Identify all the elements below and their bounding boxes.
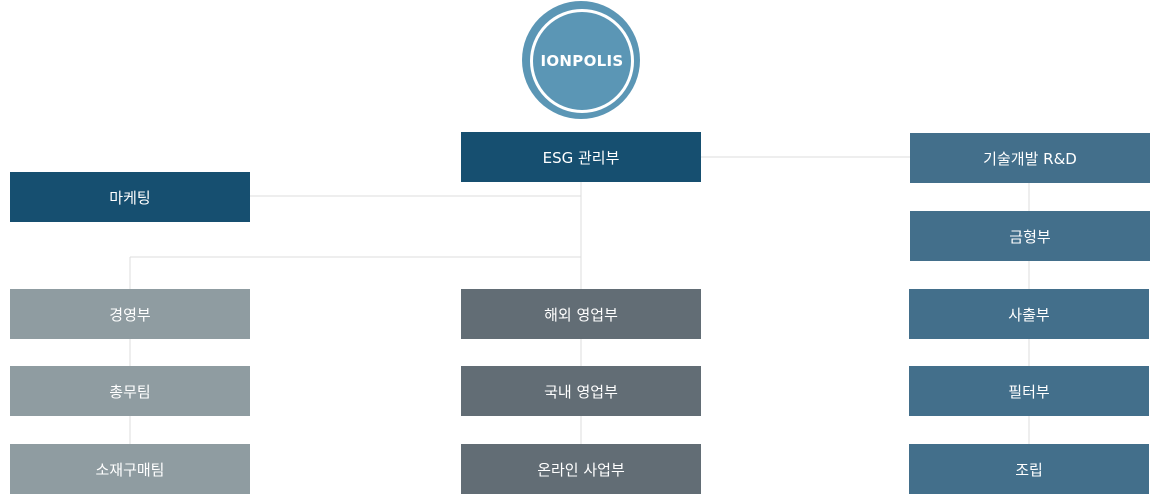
material-purchasing-box: 소재구매팀 [10, 444, 250, 494]
marketing-box: 마케팅 [10, 172, 250, 222]
marketing-label: 마케팅 [109, 188, 151, 207]
material-purchasing-label: 소재구매팀 [95, 460, 165, 479]
mold-department-label: 금형부 [1009, 227, 1051, 246]
injection-department-box: 사출부 [909, 289, 1149, 339]
rnd-label: 기술개발 R&D [983, 149, 1077, 168]
overseas-sales-label: 해외 영업부 [544, 305, 618, 324]
management-department-label: 경영부 [109, 305, 151, 324]
mold-department-box: 금형부 [910, 211, 1150, 261]
logo-ring: IONPOLIS [530, 9, 634, 113]
domestic-sales-label: 국내 영업부 [544, 382, 618, 401]
online-business-label: 온라인 사업부 [537, 460, 625, 479]
overseas-sales-box: 해외 영업부 [461, 289, 701, 339]
assembly-box: 조립 [909, 444, 1149, 494]
injection-department-label: 사출부 [1008, 305, 1050, 324]
general-affairs-label: 총무팀 [109, 382, 151, 401]
company-logo: IONPOLIS [522, 1, 640, 119]
logo-text: IONPOLIS [540, 52, 624, 70]
assembly-label: 조립 [1015, 460, 1043, 479]
management-department-box: 경영부 [10, 289, 250, 339]
esg-department-box: ESG 관리부 [461, 132, 701, 182]
rnd-box: 기술개발 R&D [910, 133, 1150, 183]
domestic-sales-box: 국내 영업부 [461, 366, 701, 416]
filter-department-label: 필터부 [1008, 382, 1050, 401]
esg-department-label: ESG 관리부 [542, 148, 620, 167]
filter-department-box: 필터부 [909, 366, 1149, 416]
general-affairs-box: 총무팀 [10, 366, 250, 416]
online-business-box: 온라인 사업부 [461, 444, 701, 494]
